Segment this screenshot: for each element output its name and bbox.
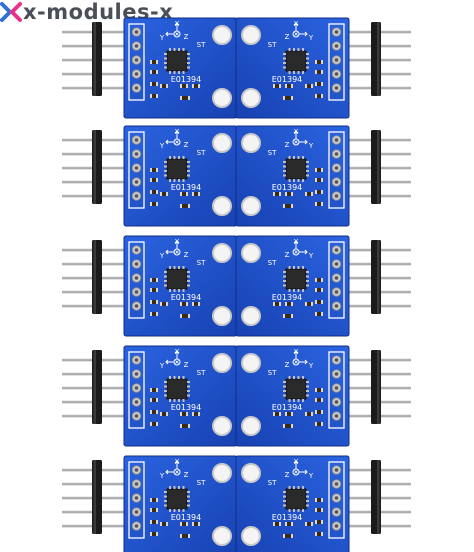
chip-label: E01394 <box>272 293 303 302</box>
chip-label: E01394 <box>171 513 202 522</box>
accelerometer-module: X Y Z ST E01394 <box>235 125 411 227</box>
header-pins <box>62 240 136 314</box>
accelerometer-module: X Y Z ST E01394 <box>62 345 238 447</box>
header-pins <box>337 130 411 204</box>
axis-x-label: X <box>294 348 299 356</box>
axis-x-label: X <box>175 348 180 356</box>
accelerometer-module: X Y Z ST E01394 <box>62 455 238 552</box>
st-label: ST <box>268 259 277 267</box>
chip-label: E01394 <box>171 293 202 302</box>
axis-y-label: Y <box>308 142 314 150</box>
header-pins <box>62 460 136 534</box>
header-pins <box>62 130 136 204</box>
axis-x-label: X <box>175 128 180 136</box>
pcb-board: X Y Z ST E01394 <box>235 455 350 552</box>
st-label: ST <box>268 479 277 487</box>
axis-y-label: Y <box>159 34 165 42</box>
accelerometer-module: X Y Z ST E01394 <box>235 455 411 552</box>
axis-y-label: Y <box>159 252 165 260</box>
header-pins <box>337 350 411 424</box>
axis-x-label: X <box>175 238 180 246</box>
axis-z-label: Z <box>184 251 189 259</box>
pcb-board: X Y Z ST E01394 <box>123 125 238 227</box>
axis-z-label: Z <box>285 141 290 149</box>
st-label: ST <box>197 369 206 377</box>
axis-z-label: Z <box>285 471 290 479</box>
st-label: ST <box>268 369 277 377</box>
axis-z-label: Z <box>285 33 290 41</box>
accelerometer-module: X Y Z ST E01394 <box>62 17 238 119</box>
st-label: ST <box>197 41 206 49</box>
st-label: ST <box>197 259 206 267</box>
axis-x-label: X <box>294 458 299 466</box>
st-label: ST <box>197 149 206 157</box>
axis-x-label: X <box>175 20 180 28</box>
chip-label: E01394 <box>171 183 202 192</box>
axis-y-label: Y <box>308 252 314 260</box>
pcb-board: X Y Z ST E01394 <box>123 345 238 447</box>
axis-z-label: Z <box>184 361 189 369</box>
pcb-board: X Y Z ST E01394 <box>123 455 238 552</box>
chip-label: E01394 <box>171 403 202 412</box>
header-pins <box>62 350 136 424</box>
chip-label: E01394 <box>171 75 202 84</box>
header-pins <box>62 22 136 96</box>
chip-label: E01394 <box>272 183 303 192</box>
axis-z-label: Z <box>285 251 290 259</box>
axis-z-label: Z <box>184 141 189 149</box>
axis-y-label: Y <box>159 362 165 370</box>
axis-x-label: X <box>294 128 299 136</box>
pcb-board: X Y Z ST E01394 <box>123 235 238 337</box>
header-pins <box>337 460 411 534</box>
accelerometer-module: X Y Z ST E01394 <box>235 345 411 447</box>
accelerometer-module: X Y Z ST E01394 <box>62 125 238 227</box>
chip-label: E01394 <box>272 403 303 412</box>
accelerometer-module: X Y Z ST E01394 <box>62 235 238 337</box>
pcb-board: X Y Z ST E01394 <box>235 17 350 119</box>
axis-x-label: X <box>294 20 299 28</box>
header-pins <box>337 240 411 314</box>
header-pins <box>337 22 411 96</box>
axis-z-label: Z <box>184 33 189 41</box>
chip-label: E01394 <box>272 513 303 522</box>
accelerometer-module: X Y Z ST E01394 <box>235 235 411 337</box>
st-label: ST <box>197 479 206 487</box>
axis-x-label: X <box>294 238 299 246</box>
axis-z-label: Z <box>184 471 189 479</box>
pcb-board: X Y Z ST E01394 <box>235 235 350 337</box>
st-label: ST <box>268 149 277 157</box>
pcb-board: X Y Z ST E01394 <box>123 17 238 119</box>
axis-y-label: Y <box>308 34 314 42</box>
st-label: ST <box>268 41 277 49</box>
axis-y-label: Y <box>159 472 165 480</box>
axis-x-label: X <box>175 458 180 466</box>
axis-y-label: Y <box>308 362 314 370</box>
brand-x-icon <box>0 2 22 22</box>
axis-z-label: Z <box>285 361 290 369</box>
chip-label: E01394 <box>272 75 303 84</box>
axis-y-label: Y <box>159 142 165 150</box>
pcb-board: X Y Z ST E01394 <box>235 345 350 447</box>
axis-y-label: Y <box>308 472 314 480</box>
accelerometer-module: X Y Z ST E01394 <box>235 17 411 119</box>
pcb-board: X Y Z ST E01394 <box>235 125 350 227</box>
